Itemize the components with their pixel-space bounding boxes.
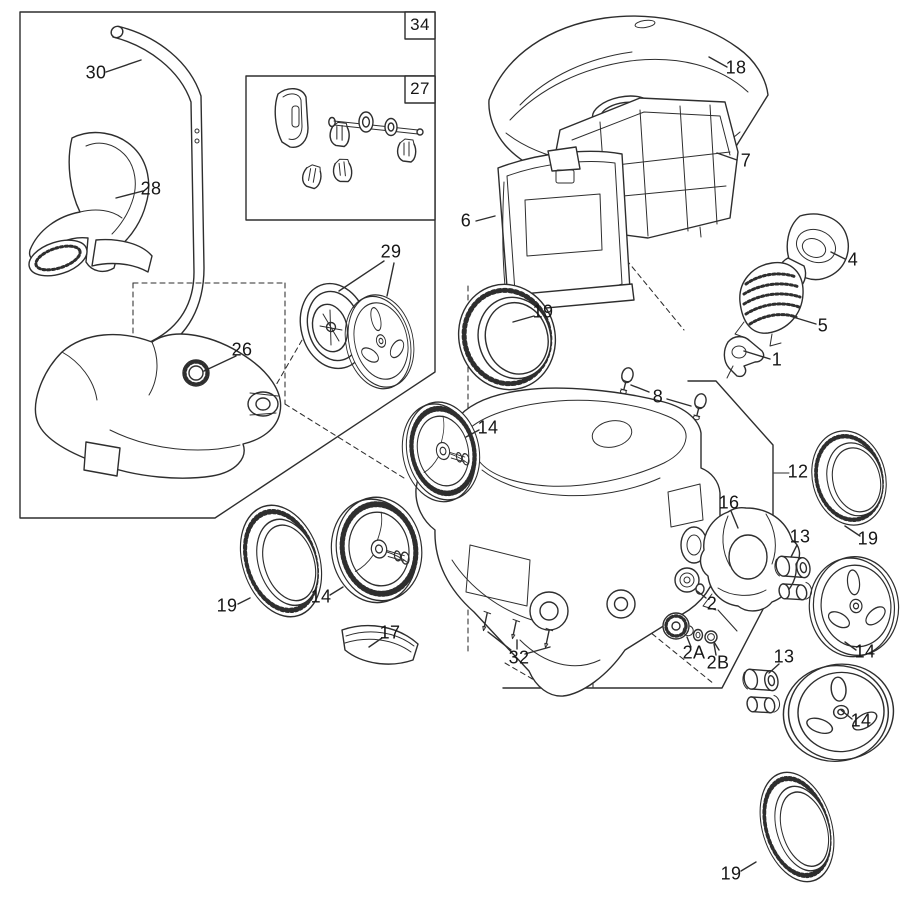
callout-5: 5 xyxy=(817,315,829,336)
part-28-caddy-frame-drawing xyxy=(28,131,153,277)
part-12-chassis-drawing xyxy=(415,387,721,697)
part-16-plate-drawing xyxy=(699,506,801,612)
callout-13-lower: 13 xyxy=(773,646,795,667)
callout-26: 26 xyxy=(231,339,253,360)
part-19-tire-bottom-drawing xyxy=(748,763,847,891)
callout-14-upper: 14 xyxy=(477,417,499,438)
callout-14-right-upper: 14 xyxy=(854,641,876,662)
callout-18: 18 xyxy=(725,57,747,78)
callout-19-right: 19 xyxy=(857,528,879,549)
part-2-drive-parts-drawing xyxy=(662,567,738,651)
callout-7: 7 xyxy=(740,150,752,171)
callout-17: 17 xyxy=(379,622,401,643)
part-29-caddy-wheels-drawing xyxy=(299,282,424,397)
callout-30: 30 xyxy=(85,62,107,83)
callout-1: 1 xyxy=(771,349,783,370)
callout-4: 4 xyxy=(847,249,859,270)
callout-32: 32 xyxy=(508,647,530,668)
kit-box-34-frame xyxy=(19,11,436,519)
part-14-wheel-right-upper-drawing xyxy=(803,551,900,662)
callout-8: 8 xyxy=(652,386,664,407)
callout-2: 2 xyxy=(706,593,718,614)
callout-12: 12 xyxy=(787,461,809,482)
callout-6: 6 xyxy=(460,210,472,231)
callout-14-right-lower: 14 xyxy=(850,710,872,731)
callout-16: 16 xyxy=(718,492,740,513)
callout-2A: 2A xyxy=(682,642,706,663)
callout-19-top: 19 xyxy=(532,301,554,322)
part-1-impeller-drawing xyxy=(723,335,765,379)
part-14-wheel-left-drawing xyxy=(323,490,430,609)
callout-14-left: 14 xyxy=(310,586,332,607)
callout-box-34: 34 xyxy=(410,15,430,34)
callout-box-27: 27 xyxy=(410,79,430,98)
part-27-kit-contents-drawing xyxy=(274,88,424,191)
callout-13-upper: 13 xyxy=(789,526,811,547)
callout-2B: 2B xyxy=(706,652,730,673)
part-26-caddy-base-drawing xyxy=(34,333,282,479)
callout-28: 28 xyxy=(140,178,162,199)
part-5-screen-drawing xyxy=(734,261,804,347)
kit-box-27-frame xyxy=(245,75,436,221)
part-19-tire-right-drawing xyxy=(802,423,896,533)
callout-19-left: 19 xyxy=(216,595,238,616)
part-14-wheel-right-lower-drawing xyxy=(777,658,900,768)
callout-19-bottom: 19 xyxy=(720,863,742,884)
callout-29: 29 xyxy=(380,241,402,262)
callout-leader-lines xyxy=(105,56,861,872)
